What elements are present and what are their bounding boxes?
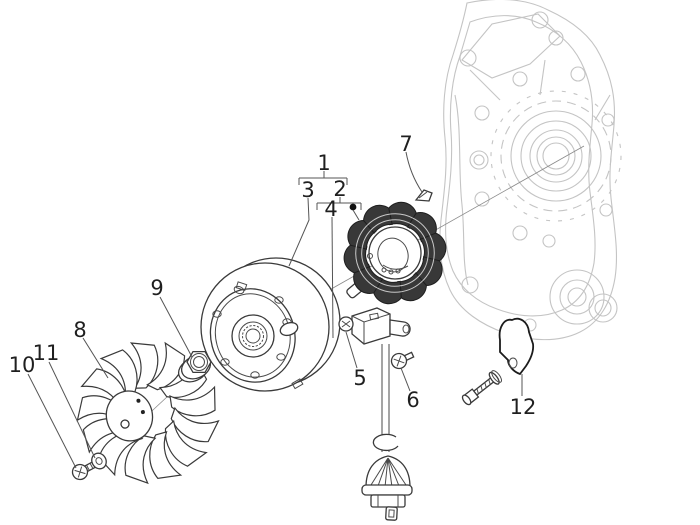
callout-10: 10: [9, 353, 36, 377]
stator-screw: [390, 351, 415, 370]
leader-lines: [27, 151, 523, 469]
callout-5: 5: [353, 366, 366, 390]
bracket-line-1: [298, 171, 348, 185]
fan-hub-hole: [120, 419, 130, 429]
bracket-line-2: [316, 197, 362, 210]
stator: [341, 199, 449, 307]
connector-tab: [385, 506, 398, 521]
fan-rivet: [136, 398, 141, 403]
pickup-bracket: [351, 307, 411, 345]
callout-2: 2: [333, 177, 346, 201]
cooling-fan: [74, 337, 223, 486]
fan-washer: [91, 452, 107, 470]
callout-3: 3: [301, 178, 314, 202]
callout-labels: 1 2 3 4 5 6 7 8 9 10 11 12: [9, 132, 537, 419]
support-bracket: [498, 317, 535, 376]
callout-9: 9: [150, 276, 163, 300]
bracket-screw: [338, 316, 354, 332]
cable-clamp: [372, 433, 399, 452]
callout-11: 11: [33, 341, 60, 365]
engine-crankcase: [439, 0, 622, 341]
callout-6: 6: [406, 388, 419, 412]
retainer-clip: [414, 189, 433, 202]
rotor-boss: [279, 321, 299, 337]
rotor-hub: [231, 314, 275, 358]
callout-4: 4: [324, 197, 337, 221]
stator-cable-connector: [361, 344, 413, 521]
callout-1: 1: [317, 151, 330, 175]
flywheel-rotor: [200, 257, 341, 392]
callout-8: 8: [73, 318, 86, 342]
stator-center-hole: [377, 237, 409, 273]
bracket-bolt: [461, 370, 502, 406]
fan-screw: [71, 459, 100, 481]
callout-12: 12: [510, 395, 537, 419]
callout-7: 7: [399, 132, 412, 156]
fan-rivet: [140, 410, 145, 415]
flywheel-nut: [177, 350, 212, 383]
leader-dot: [349, 203, 357, 211]
rotor-keyway: [235, 281, 248, 292]
